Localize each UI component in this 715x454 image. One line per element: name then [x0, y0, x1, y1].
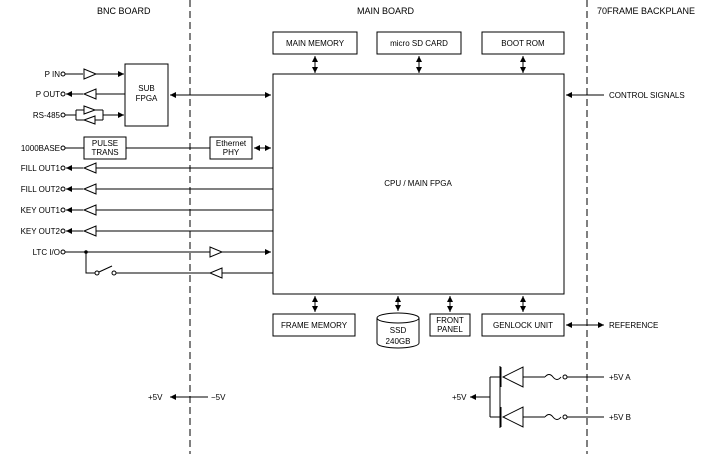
fill-out1-label: FILL OUT1 — [21, 164, 61, 173]
ssd-label-line1: SSD — [390, 326, 407, 335]
boot-rom-block: BOOT ROM — [481, 31, 565, 55]
1000base-connector — [60, 145, 66, 151]
section-backplane: 70FRAME BACKPLANE — [597, 6, 695, 16]
bnc-minus5v-label: −5V — [211, 393, 226, 402]
p-out-path — [60, 88, 125, 100]
p-in-path — [60, 68, 124, 80]
ltc-io-path — [60, 246, 273, 279]
micro-sd-block: micro SD CARD — [376, 31, 462, 55]
ssd-label-line2: 240GB — [386, 337, 411, 346]
plus5v-b-label: +5V B — [609, 413, 631, 422]
ethernet-phy-block: Ethernet PHY — [209, 136, 253, 160]
genlock-unit-block: GENLOCK UNIT — [481, 313, 565, 337]
reference-label: REFERENCE — [609, 321, 658, 330]
fill-out1-path — [60, 162, 273, 174]
front-panel-block: FRONT PANEL — [429, 313, 471, 337]
ethernet-phy-label-line2: PHY — [223, 148, 240, 157]
sub-fpga-block: SUB FPGA — [124, 63, 169, 127]
frame-memory-block: FRAME MEMORY — [272, 313, 356, 337]
cpu-main-fpga-block: CPU / MAIN FPGA — [272, 73, 565, 295]
pulse-trans-block: PULSE TRANS — [83, 136, 127, 160]
micro-sd-label: micro SD CARD — [390, 39, 448, 48]
p-out-label: P OUT — [36, 90, 60, 99]
fill-out2-label: FILL OUT2 — [21, 185, 61, 194]
pulse-trans-label-line2: TRANS — [91, 148, 118, 157]
pulse-trans-label-line1: PULSE — [92, 139, 118, 148]
ethernet-phy-label-line1: Ethernet — [216, 139, 247, 148]
cpu-main-fpga-label: CPU / MAIN FPGA — [384, 179, 452, 188]
rs485-label: RS-485 — [33, 111, 61, 120]
key-out2-label: KEY OUT2 — [21, 227, 61, 236]
front-panel-label-line1: FRONT — [436, 316, 464, 325]
ssd-block: SSD 240GB — [376, 312, 420, 349]
frame-memory-label: FRAME MEMORY — [281, 321, 348, 330]
1000base-label: 1000BASE — [21, 144, 60, 153]
plus5v-output-label: +5V — [452, 393, 467, 402]
genlock-unit-label: GENLOCK UNIT — [493, 321, 553, 330]
boot-rom-label: BOOT ROM — [501, 39, 545, 48]
main-memory-block: MAIN MEMORY — [272, 31, 358, 55]
key-out2-path — [60, 225, 273, 237]
front-panel-label-line2: PANEL — [437, 325, 463, 334]
rs485-path — [60, 105, 124, 125]
sub-fpga-label-line1: SUB — [138, 84, 154, 93]
key-out1-label: KEY OUT1 — [21, 206, 61, 215]
sub-fpga-label-line2: FPGA — [136, 94, 158, 103]
ltc-io-label: LTC I/O — [33, 248, 60, 257]
main-memory-label: MAIN MEMORY — [286, 39, 345, 48]
key-out1-path — [60, 204, 273, 216]
bnc-plus5v-label: +5V — [148, 393, 163, 402]
section-bnc-board: BNC BOARD — [97, 6, 151, 16]
p-in-label: P IN — [45, 70, 61, 79]
fill-out2-path — [60, 183, 273, 195]
control-signals-label: CONTROL SIGNALS — [609, 91, 685, 100]
section-main-board: MAIN BOARD — [357, 6, 415, 16]
plus5v-a-label: +5V A — [609, 373, 631, 382]
power-diode-network — [470, 366, 604, 428]
